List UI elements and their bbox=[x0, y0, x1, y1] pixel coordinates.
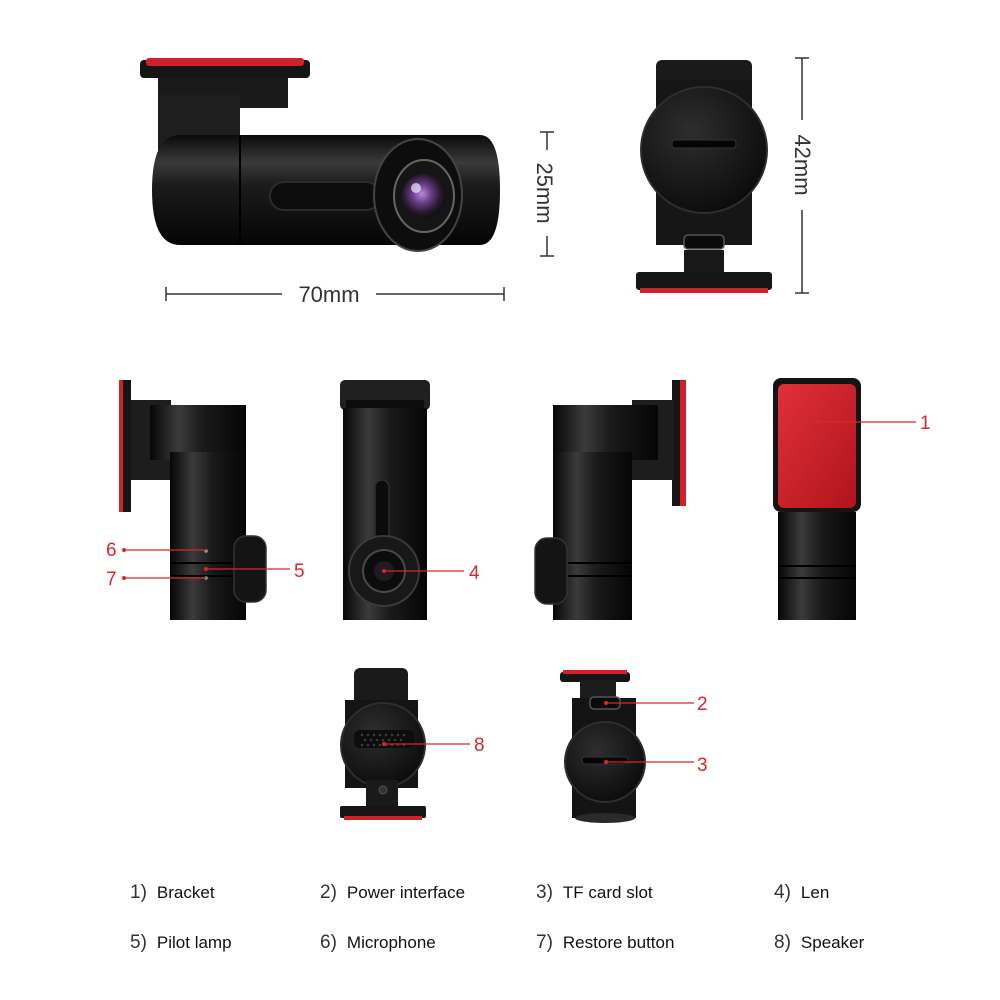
legend-num: 8) bbox=[774, 932, 791, 953]
callout-5: 5 bbox=[204, 561, 305, 582]
camera-left-side-view bbox=[119, 380, 267, 620]
lens-side-c bbox=[534, 537, 568, 605]
legend-label: Len bbox=[800, 883, 830, 902]
parts-legend: 1) Bracket 2) Power interface 3) TF card sl… bbox=[0, 870, 1000, 970]
callout-3-label: 3 bbox=[697, 755, 708, 776]
callout-6-label: 6 bbox=[106, 540, 117, 561]
usb-port-back bbox=[683, 234, 725, 250]
legend-num: 5) bbox=[130, 932, 147, 953]
legend-item-pilot-lamp: 5) Pilot lamp bbox=[130, 932, 232, 954]
legend-label: Bracket bbox=[156, 883, 215, 902]
callout-2-label: 2 bbox=[697, 694, 708, 715]
mount-plate-e bbox=[340, 806, 426, 818]
callout-2: 2 bbox=[604, 694, 708, 715]
depth-dimension: 42mm bbox=[790, 57, 815, 294]
legend-num: 4) bbox=[774, 882, 791, 903]
legend-num: 2) bbox=[320, 882, 337, 903]
mount-screw-e bbox=[378, 785, 388, 795]
camera-front-view bbox=[340, 380, 430, 620]
camera-back-view bbox=[636, 60, 772, 293]
legend-item-power-interface: 2) Power interface bbox=[320, 882, 465, 904]
legend-num: 7) bbox=[536, 932, 553, 953]
legend-item-len: 4) Len bbox=[774, 882, 829, 904]
camera-right-side-view bbox=[534, 380, 686, 620]
body-c bbox=[553, 452, 632, 620]
callout-7: 7 bbox=[106, 569, 206, 590]
height-dimension: 25mm bbox=[532, 131, 557, 257]
back-mount-neck bbox=[684, 250, 724, 274]
callout-1-label: 1 bbox=[920, 413, 931, 434]
callout-4: 4 bbox=[382, 563, 480, 584]
callout-5-label: 5 bbox=[294, 561, 305, 582]
adhesive-pad bbox=[146, 58, 304, 66]
legend-item-microphone: 6) Microphone bbox=[320, 932, 436, 954]
legend-label: Pilot lamp bbox=[156, 933, 232, 952]
legend-label: Power interface bbox=[346, 883, 466, 902]
callout-8: 8 bbox=[382, 735, 485, 756]
back-disc bbox=[640, 86, 768, 214]
callout-4-label: 4 bbox=[469, 563, 480, 584]
legend-label: Speaker bbox=[800, 933, 865, 952]
callout-1: 1 bbox=[816, 413, 931, 434]
legend-label: Microphone bbox=[346, 933, 436, 952]
tf-slot-back bbox=[671, 139, 737, 149]
mount-neck-f bbox=[580, 680, 616, 700]
camera-side-view bbox=[140, 58, 500, 252]
callout-6: 6 bbox=[106, 540, 206, 561]
width-label: 70mm bbox=[298, 282, 359, 307]
back-mount-plate bbox=[636, 272, 772, 290]
body-top-a bbox=[150, 405, 246, 460]
height-label: 25mm bbox=[532, 162, 557, 223]
callout-7-label: 7 bbox=[106, 569, 117, 590]
legend-num: 6) bbox=[320, 932, 337, 953]
legend-item-restore-button: 7) Restore button bbox=[536, 932, 674, 954]
lens bbox=[402, 174, 446, 218]
legend-item-speaker: 8) Speaker bbox=[774, 932, 864, 954]
legend-label: Restore button bbox=[562, 933, 675, 952]
side-slot bbox=[269, 181, 381, 211]
legend-num: 1) bbox=[130, 882, 147, 903]
lens-highlight bbox=[411, 183, 421, 193]
callout-3: 3 bbox=[604, 755, 708, 776]
camera-ports-view bbox=[560, 670, 646, 823]
camera-speaker-view bbox=[340, 668, 426, 820]
legend-label: TF card slot bbox=[562, 883, 653, 902]
width-dimension: 70mm bbox=[165, 282, 505, 307]
legend-num: 3) bbox=[536, 882, 553, 903]
body-top-c bbox=[553, 405, 658, 460]
top-cap-e bbox=[354, 668, 408, 708]
mount-plate-f bbox=[560, 672, 630, 682]
bracket-adhesive bbox=[778, 384, 856, 508]
legend-item-bracket: 1) Bracket bbox=[130, 882, 215, 904]
back-adhesive bbox=[640, 288, 768, 293]
camera-top-view bbox=[773, 378, 861, 620]
mount-plate-c bbox=[676, 380, 686, 506]
depth-label: 42mm bbox=[790, 134, 815, 195]
callout-8-label: 8 bbox=[474, 735, 485, 756]
legend-item-tf-card-slot: 3) TF card slot bbox=[536, 882, 653, 904]
